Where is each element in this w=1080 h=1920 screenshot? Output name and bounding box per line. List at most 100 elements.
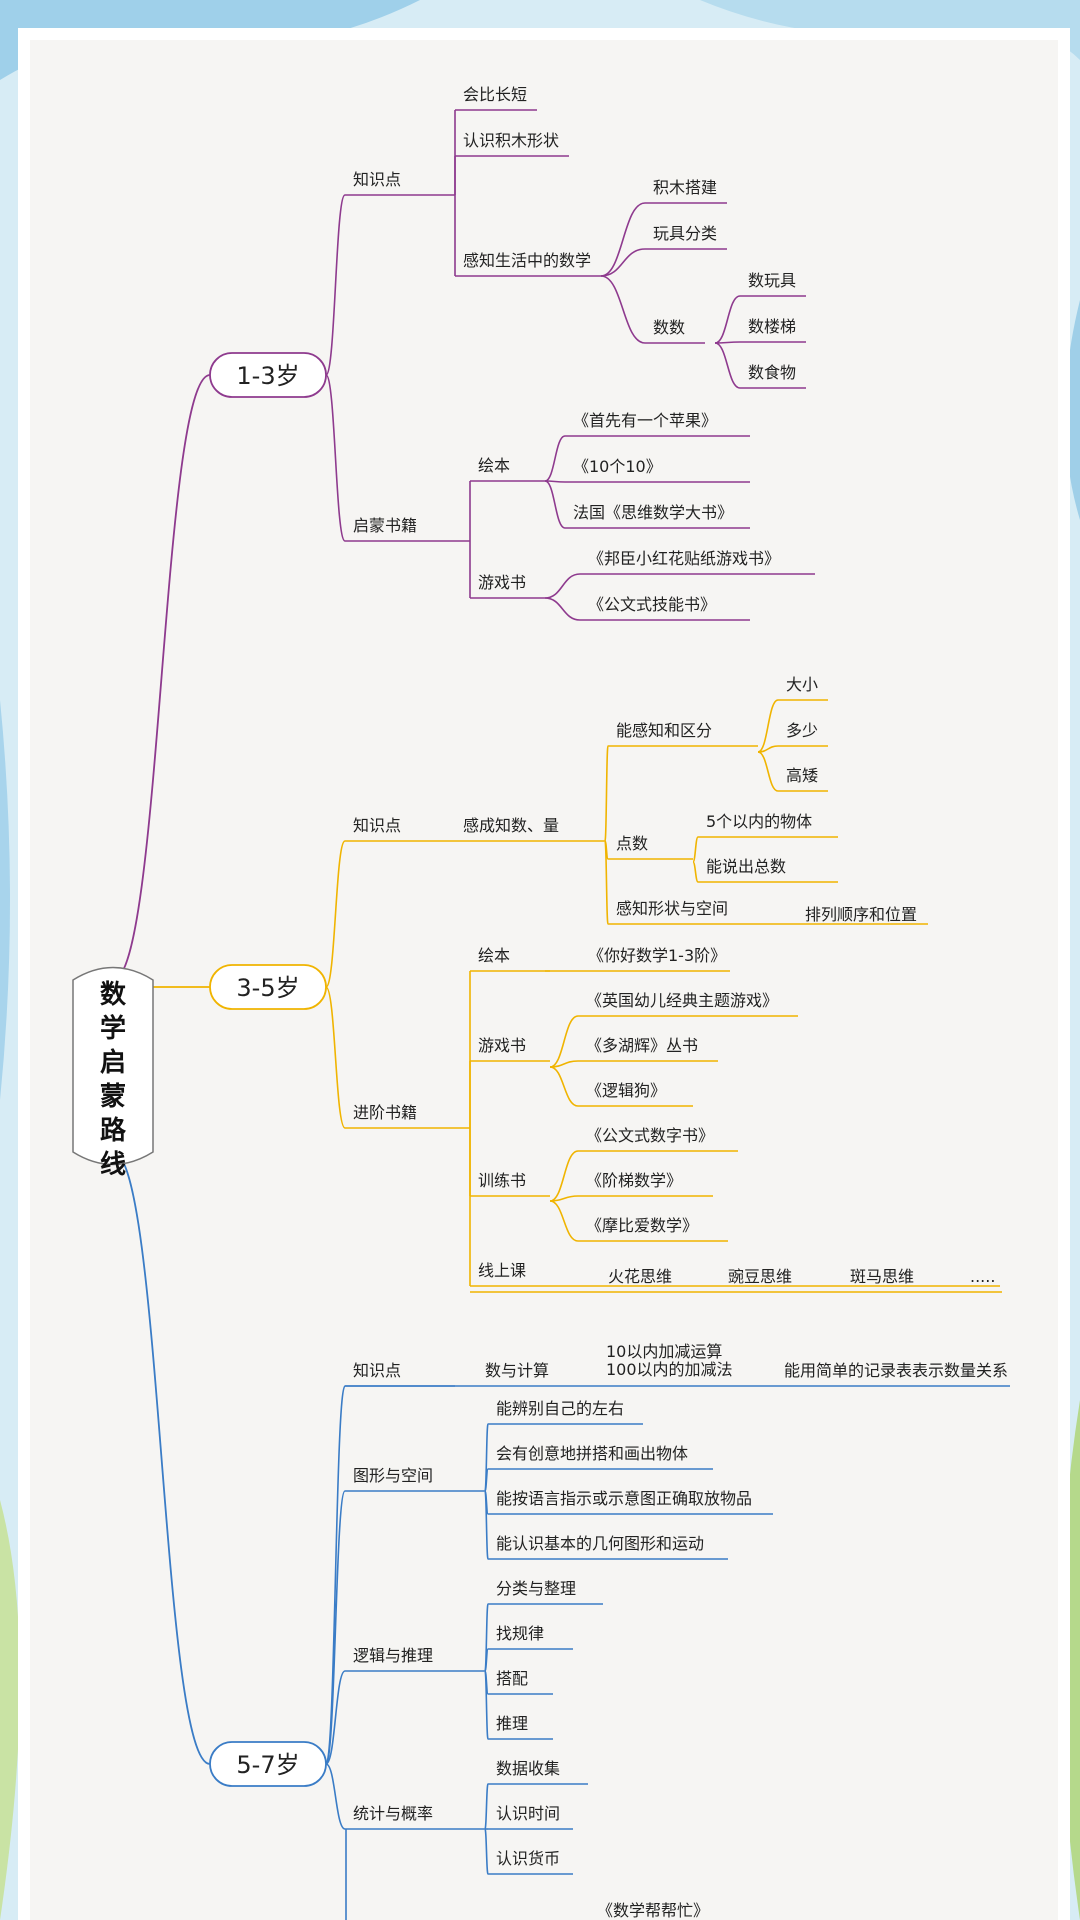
root-title-char: 线 bbox=[100, 1150, 126, 1180]
item-label: 感成知数、量 bbox=[463, 816, 559, 835]
leaf-label: 大小 bbox=[786, 675, 818, 694]
leaf-label: 排列顺序和位置 bbox=[805, 905, 917, 924]
mindmap-card bbox=[30, 40, 1058, 1920]
connector-line bbox=[325, 194, 346, 376]
group-label: 知识点 bbox=[353, 1361, 401, 1380]
book-label: 《英国幼儿经典主题游戏》 bbox=[586, 991, 778, 1010]
connector-line bbox=[549, 1195, 579, 1202]
leaf-label: 10以内加减运算 bbox=[606, 1342, 722, 1361]
item-label: 游戏书 bbox=[478, 573, 526, 592]
connector-line bbox=[549, 1060, 579, 1068]
subitem-label: 能感知和区分 bbox=[616, 721, 712, 740]
connector-line bbox=[325, 986, 346, 1129]
connector-line bbox=[325, 374, 346, 542]
connector-line bbox=[544, 435, 566, 482]
connector-line bbox=[600, 202, 646, 277]
connector-line bbox=[325, 1763, 346, 1830]
book-label: 《首先有一个苹果》 bbox=[573, 411, 717, 430]
subitem-label: 点数 bbox=[616, 834, 648, 853]
item-label: 绘本 bbox=[478, 946, 510, 965]
leaf-label: 能用简单的记录表表示数量关系 bbox=[784, 1361, 1008, 1380]
item-label: 找规律 bbox=[496, 1624, 544, 1643]
course-label: ..... bbox=[970, 1267, 995, 1286]
book-label: 《你好数学1-3阶》 bbox=[588, 946, 726, 965]
connector-line bbox=[604, 840, 609, 925]
item-label: 能按语言指示或示意图正确取放物品 bbox=[496, 1489, 752, 1508]
root-title-char: 启 bbox=[100, 1047, 126, 1078]
book-label: 《公文式技能书》 bbox=[588, 595, 716, 614]
connector-line bbox=[600, 248, 646, 277]
item-label: 搭配 bbox=[496, 1669, 528, 1688]
group-label: 统计与概率 bbox=[353, 1804, 433, 1823]
leaf-label: 能说出总数 bbox=[706, 857, 786, 876]
item-label: 绘本 bbox=[478, 456, 510, 475]
book-label: 《邦臣小红花贴纸游戏书》 bbox=[588, 549, 780, 568]
connector-line bbox=[692, 861, 699, 883]
item-label: 线上课 bbox=[478, 1261, 526, 1280]
item-label: 能认识基本的几何图形和运动 bbox=[496, 1534, 704, 1553]
subitem-label: 数数 bbox=[653, 318, 685, 337]
book-label: 《摩比爱数学》 bbox=[586, 1216, 698, 1235]
subitem-label: 积木搭建 bbox=[653, 178, 717, 197]
stage-label: 5-7岁 bbox=[236, 1751, 299, 1779]
stage-node bbox=[209, 964, 327, 1010]
connector-line bbox=[549, 1015, 579, 1068]
leaf-label: 5个以内的物体 bbox=[706, 812, 812, 831]
item-label: 分类与整理 bbox=[496, 1579, 576, 1598]
leaf-label: 高矮 bbox=[786, 766, 818, 785]
item-label: 认识积木形状 bbox=[463, 131, 559, 150]
item-label: 会比长短 bbox=[463, 85, 527, 104]
connector-line bbox=[544, 480, 566, 529]
group-label: 知识点 bbox=[353, 170, 401, 189]
stage-node bbox=[209, 352, 327, 398]
root-title-char: 学 bbox=[100, 1013, 126, 1044]
connector-line bbox=[600, 275, 646, 344]
connector-line bbox=[544, 597, 581, 621]
group-label: 启蒙书籍 bbox=[353, 516, 417, 535]
connector-line bbox=[714, 295, 741, 344]
item-label: 数据收集 bbox=[496, 1759, 560, 1778]
book-label: 《多湖辉》丛书 bbox=[586, 1036, 698, 1055]
connector-line bbox=[112, 374, 211, 981]
group-label: 知识点 bbox=[353, 816, 401, 835]
connector-line bbox=[692, 836, 699, 863]
connector-line bbox=[325, 1490, 346, 1765]
item-label: 训练书 bbox=[478, 1171, 526, 1190]
connector-line bbox=[604, 745, 609, 842]
connector-line bbox=[484, 1783, 489, 1830]
item-label: 会有创意地拼搭和画出物体 bbox=[496, 1444, 688, 1463]
leaf-label: 多少 bbox=[786, 721, 818, 740]
connector-line bbox=[714, 342, 741, 389]
book-label: 法国《思维数学大书》 bbox=[573, 503, 733, 522]
connector-line bbox=[325, 1385, 346, 1765]
leaf-label: 数食物 bbox=[748, 363, 796, 382]
book-label: 《数学帮帮忙》 bbox=[597, 1901, 709, 1920]
connector-line bbox=[549, 1200, 579, 1242]
root-title-char: 蒙 bbox=[100, 1082, 126, 1112]
leaf-label: 100以内的加减法 bbox=[606, 1360, 733, 1379]
item-label: 推理 bbox=[496, 1714, 528, 1733]
stage-label: 3-5岁 bbox=[236, 974, 299, 1002]
item-label: 游戏书 bbox=[478, 1036, 526, 1055]
leaf-label: 数玩具 bbox=[748, 271, 796, 290]
group-label: 逻辑与推理 bbox=[353, 1646, 433, 1665]
book-label: 《10个10》 bbox=[573, 457, 662, 476]
book-label: 《逻辑狗》 bbox=[586, 1081, 666, 1100]
connector-line bbox=[484, 1828, 489, 1875]
course-label: 豌豆思维 bbox=[728, 1267, 792, 1286]
connector-line bbox=[325, 1670, 346, 1765]
connector-line bbox=[757, 699, 779, 753]
item-label: 感知生活中的数学 bbox=[463, 251, 591, 270]
group-label: 图形与空间 bbox=[353, 1466, 433, 1485]
book-label: 《公文式数字书》 bbox=[586, 1126, 714, 1145]
connector-line bbox=[484, 1670, 489, 1740]
connector-line bbox=[325, 840, 346, 988]
stage-node bbox=[209, 1741, 327, 1787]
subitem-label: 玩具分类 bbox=[653, 224, 717, 243]
connector-line bbox=[484, 1490, 489, 1560]
course-label: 火花思维 bbox=[608, 1267, 672, 1286]
root-node-shape bbox=[72, 966, 154, 1166]
connector-line bbox=[549, 1150, 579, 1202]
